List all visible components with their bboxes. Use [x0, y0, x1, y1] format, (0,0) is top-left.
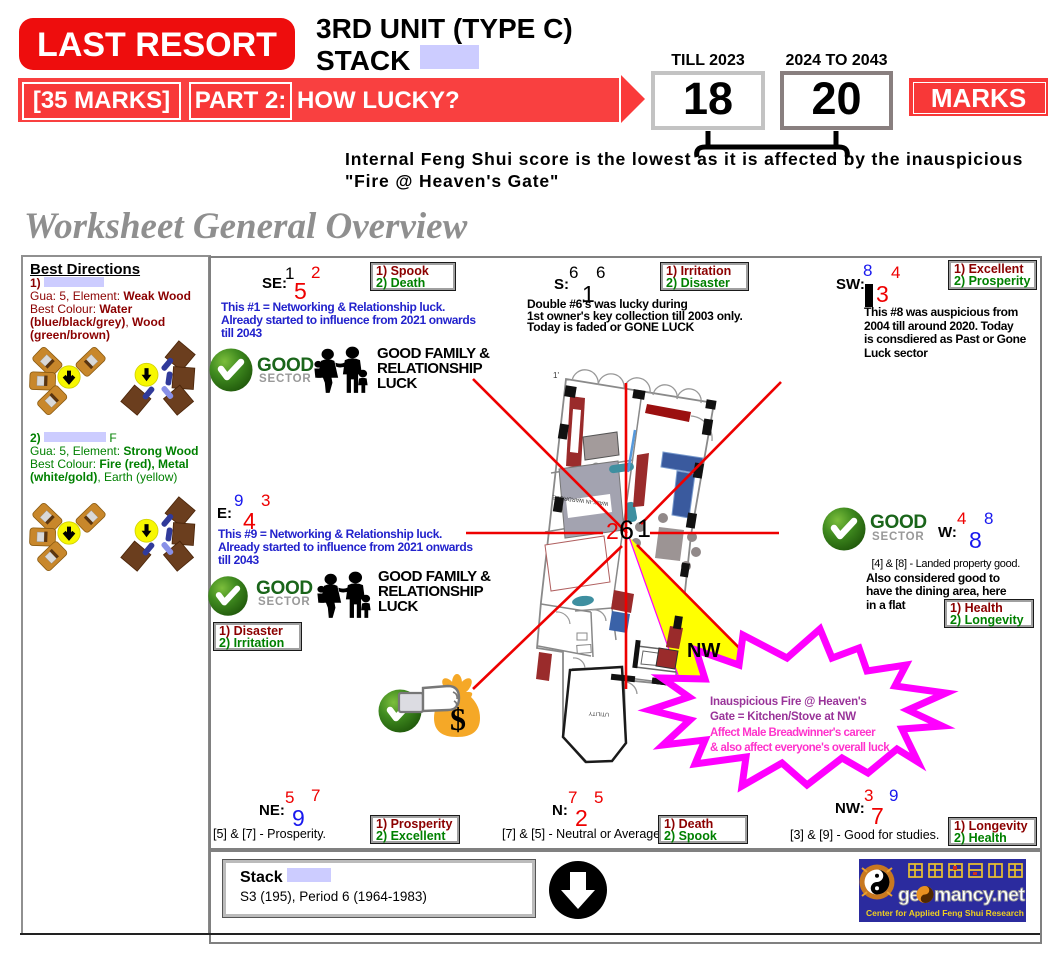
svg-text:Center for Applied Feng Shui R: Center for Applied Feng Shui Research: [866, 908, 1024, 918]
svg-text:1': 1': [553, 371, 559, 380]
svg-text:UTILITY: UTILITY: [588, 710, 609, 717]
svg-text:ge: ge: [898, 884, 920, 906]
svg-text:mancy.net: mancy.net: [934, 884, 1026, 906]
